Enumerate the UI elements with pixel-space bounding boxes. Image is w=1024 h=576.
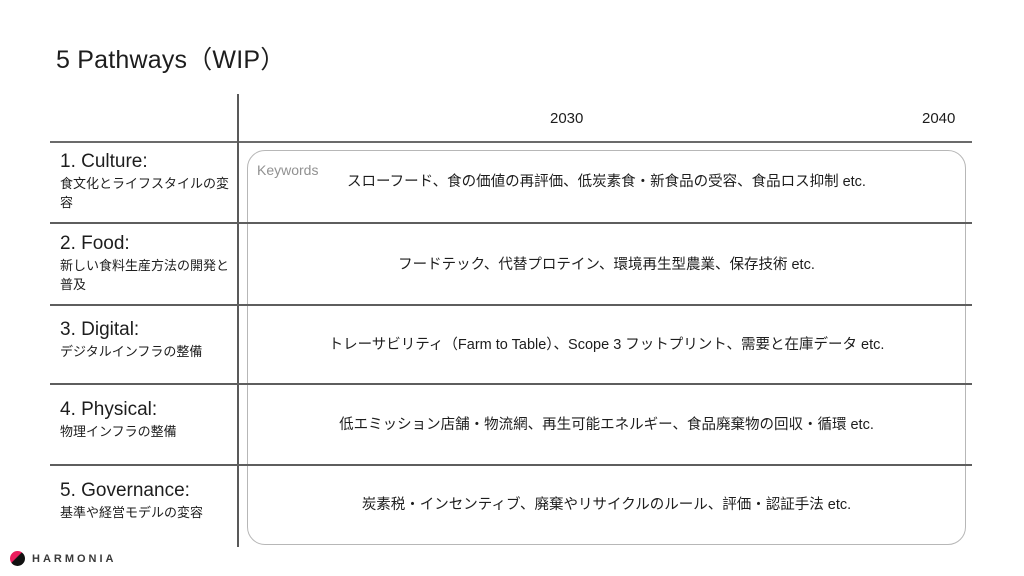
- row-rule: [50, 464, 972, 466]
- pathway-subtitle: 新しい食料生産方法の開発と普及: [60, 257, 230, 292]
- pathway-heading: 4. Physical:: [60, 399, 158, 420]
- timeline-year-2040: 2040: [922, 110, 956, 127]
- pathway-subtitle: 基準や経営モデルの変容: [60, 504, 204, 520]
- pathway-keywords-physical: 低エミッション店舗・物流網、再生可能エネルギー、食品廃棄物の回収・循環 etc.: [339, 417, 874, 433]
- pathway-label-food: 2. Food: 新しい食料生産方法の開発と普及: [60, 232, 240, 294]
- timeline-year-2030: 2030: [550, 110, 584, 127]
- pathway-subtitle: 食文化とライフスタイルの変容: [60, 175, 230, 210]
- pathway-keywords-digital: トレーサビリティ（Farm to Table）、Scope 3 フットプリント、…: [328, 337, 885, 353]
- pathway-label-physical: 4. Physical: 物理インフラの整備: [60, 398, 240, 442]
- pathway-keywords-food: フードテック、代替プロテイン、環境再生型農業、保存技術 etc.: [398, 257, 815, 273]
- pathway-heading: 2. Food:: [60, 233, 130, 254]
- brand-name: HARMONIA: [32, 552, 117, 565]
- keywords-panel-label: Keywords: [257, 162, 319, 178]
- pathway-label-governance: 5. Governance: 基準や経営モデルの変容: [60, 479, 240, 523]
- row-rule: [50, 383, 972, 385]
- pathway-subtitle: 物理インフラの整備: [60, 423, 177, 439]
- pathway-heading: 1. Culture:: [60, 151, 148, 172]
- pathway-heading: 5. Governance:: [60, 480, 190, 501]
- pathway-label-digital: 3. Digital: デジタルインフラの整備: [60, 318, 240, 362]
- pathway-heading: 3. Digital:: [60, 319, 140, 340]
- header-rule: [50, 141, 972, 143]
- pathway-label-culture: 1. Culture: 食文化とライフスタイルの変容: [60, 150, 240, 212]
- pathway-subtitle: デジタルインフラの整備: [60, 343, 203, 359]
- row-rule: [50, 222, 972, 224]
- keywords-panel: [247, 150, 966, 545]
- brand-footer: HARMONIA: [10, 551, 117, 566]
- pathways-matrix: 2030 2040 Keywords 1. Culture: 食文化とライフスタ…: [50, 92, 972, 547]
- pathway-keywords-governance: 炭素税・インセンティブ、廃棄やリサイクルのルール、評価・認証手法 etc.: [361, 497, 852, 513]
- pathway-keywords-culture: スローフード、食の価値の再評価、低炭素食・新食品の受容、食品ロス抑制 etc.: [347, 174, 866, 190]
- row-rule: [50, 304, 972, 306]
- page-title: 5 Pathways（WIP）: [56, 46, 286, 74]
- column-divider: [237, 94, 239, 547]
- harmonia-logo-icon: [10, 551, 25, 566]
